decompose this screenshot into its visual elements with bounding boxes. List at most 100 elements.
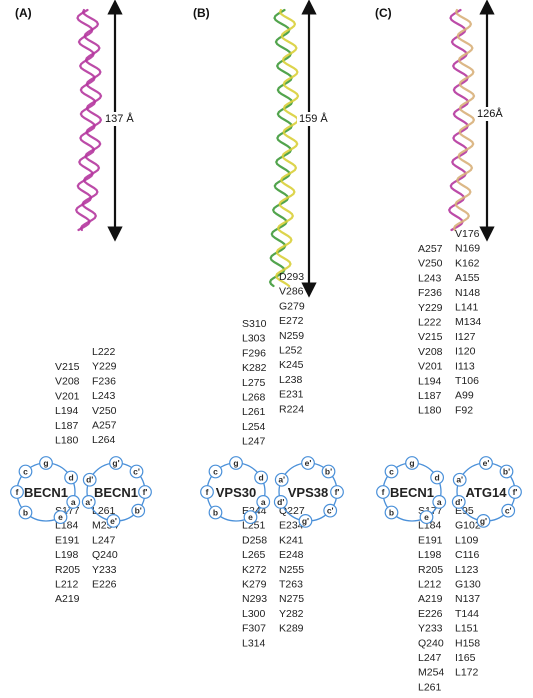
heptad-position: g' [480,516,487,526]
heptad-node [301,456,315,470]
bottom-left-residue: E226 [418,608,443,620]
bottom-left-residue: R205 [55,564,80,576]
length-label: 126Å [477,107,503,120]
heptad-node [330,485,344,499]
protein-name: VPS30 [216,485,256,500]
protein-name: BECN1 [390,485,434,500]
bottom-left-residue: K272 [242,564,267,576]
heptad-node [321,464,336,479]
top-left-residue: V215 [418,331,443,343]
top-left-residue: V208 [55,376,80,388]
heptad-node [208,505,223,520]
heptad-node [138,485,152,499]
heptad-position: c' [505,506,512,516]
bottom-right-residue: K289 [279,623,304,635]
top-left-residue: L187 [55,420,79,432]
top-right-residue: L252 [279,345,303,357]
heptad-node [405,456,419,470]
top-left-residue: V250 [418,258,443,270]
bottom-right-residue: L151 [455,623,479,635]
top-right-residue: N169 [455,243,480,255]
top-left-residue: L180 [418,405,442,417]
heptad-node [501,503,516,518]
bottom-left-residue: Y233 [418,623,443,635]
heptad-node [81,495,96,509]
top-right-residue: I113 [455,360,475,372]
panel-a: (A)137 ÅV215V208V201L194L187L180L222Y229… [10,0,152,605]
heptad-position: a' [278,475,285,485]
heptad-node [479,456,493,470]
bottom-right-residue: N255 [279,564,304,576]
heptad-position: f [206,487,209,497]
heptad-position: c' [327,506,334,516]
heptad-node [451,495,466,509]
top-right-residue: Y229 [92,361,117,373]
heptad-node [39,456,53,470]
top-right-residue: I127 [455,331,476,343]
heptad-node [243,510,258,525]
top-right-residue: L141 [455,302,479,314]
heptad-position: c [23,466,28,476]
bottom-right-residue: Q227 [279,505,305,517]
helix-magenta [74,8,97,232]
heptad-position: g [409,458,414,468]
top-left-residue: L261 [242,406,266,418]
heptad-position: b [23,508,28,518]
heptad-position: e' [483,458,490,468]
top-left-residue: V208 [418,346,443,358]
top-left-residue: Y229 [418,302,443,314]
heptad-position: f' [513,487,518,497]
top-right-residue: V250 [92,405,117,417]
top-right-residue: A99 [455,390,474,402]
top-right-residue: F92 [455,404,473,416]
bottom-right-residue: K241 [279,534,304,546]
top-left-residue: A257 [418,243,443,255]
top-left-residue: V201 [418,361,443,373]
heptad-position: e' [110,516,117,526]
top-right-residue: D293 [279,271,304,283]
heptad-position: d [435,473,440,483]
heptad-position: g [233,458,238,468]
bottom-right-residue: N275 [279,593,304,605]
heptad-node [10,485,24,499]
heptad-position: f' [335,487,340,497]
heptad-position: a' [85,497,92,507]
heptad-node [452,472,467,487]
bottom-left-residue: L212 [55,579,79,591]
top-right-residue: F236 [92,375,116,387]
heptad-position: a [261,497,266,507]
top-right-residue: L222 [92,346,116,358]
top-right-residue: A257 [92,420,117,432]
heptad-node [432,495,447,509]
protein-name: BECN1 [24,485,68,500]
bottom-right-residue: T144 [455,608,479,620]
heptad-position: f [16,487,19,497]
bottom-right-residue: Q240 [92,549,118,561]
heptad-node [256,495,271,509]
heptad-node [18,464,33,479]
heptad-position: b' [503,466,510,476]
bottom-right-residue: L109 [455,534,479,546]
heptad-position: a [437,497,442,507]
top-left-residue: L275 [242,377,266,389]
top-right-residue: E272 [279,315,304,327]
top-left-residue: L268 [242,392,266,404]
top-right-residue: I120 [455,346,476,358]
bottom-left-residue: L314 [242,637,266,649]
heptad-position: b [389,508,394,518]
length-label: 159 Å [299,112,328,125]
heptad-node [323,503,338,518]
bottom-left-residue: L261 [418,681,442,693]
heptad-node [274,472,289,487]
top-right-residue: N148 [455,287,480,299]
bottom-left-residue: L212 [418,579,442,591]
length-label-bg [297,112,337,126]
heptad-position: e [424,512,429,522]
top-left-residue: L247 [242,436,266,448]
